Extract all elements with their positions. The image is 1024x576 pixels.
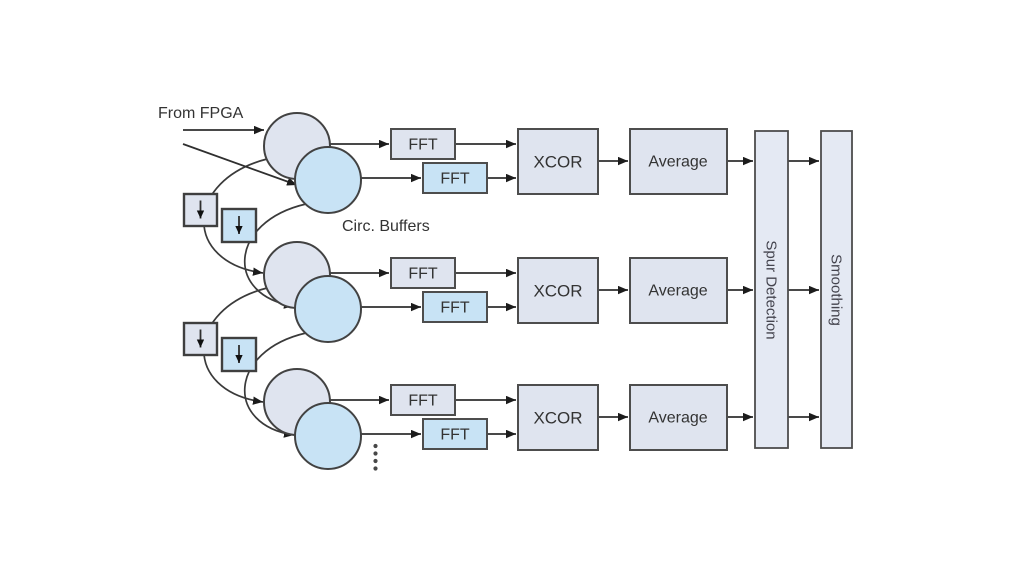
ellipsis-icon [373,443,378,471]
fft-label: FFT [440,300,470,317]
average-label: Average [648,410,707,427]
xcor-label: XCOR [533,282,582,301]
average-label: Average [648,283,707,300]
spur-detection-stage: Spur Detection [754,130,789,449]
circ-buffer-blue-circle [294,146,362,214]
fpga-inputs [182,125,298,186]
fft-block-bottom [422,291,488,323]
fft-block-bottom [422,162,488,194]
ellipsis-dot [373,466,378,471]
ellipsis-dot [373,443,378,449]
fft-block-top [390,128,456,160]
xcor-label: XCOR [533,153,582,172]
smoothing-label: Smoothing [828,254,845,326]
xcor-label: XCOR [533,409,582,428]
processing-row-2: FFT FFT XCOR Average [263,241,819,343]
smoothing-bar [820,130,853,449]
from-fpga-label: From FPGA [158,105,244,122]
xcor-block [517,128,599,195]
circ-buffer-blue-circle [294,275,362,343]
fft-label: FFT [408,266,438,283]
processing-row-3: FFT FFT XCOR Average [263,368,819,470]
ellipsis-dot [373,458,378,464]
spur-detection-label: Spur Detection [763,240,780,339]
decimator-stage-1 [182,192,258,244]
decimator-stage-2 [182,321,258,373]
fft-block-top [390,384,456,416]
average-block [629,384,728,451]
smoothing-stage: Smoothing [820,130,853,449]
fft-label: FFT [440,427,470,444]
xcor-block [517,384,599,451]
fft-label: FFT [408,393,438,410]
processing-row-1: FFT FFT XCOR Average [263,112,819,214]
fft-label: FFT [440,171,470,188]
fft-block-top [390,257,456,289]
input-arrow-channel2 [182,143,298,186]
spur-detection-bar [754,130,789,449]
average-block [629,257,728,324]
decimation-arc-blue-2 [243,332,307,438]
average-label: Average [648,154,707,171]
average-block [629,128,728,195]
decimation-arc-blue-1 [243,203,307,309]
ellipsis-dot [373,451,378,456]
fft-label: FFT [408,137,438,154]
xcor-block [517,257,599,324]
fft-block-bottom [422,418,488,450]
circ-buffers-label: Circ. Buffers [342,218,430,235]
circ-buffer-blue-circle [294,402,362,470]
